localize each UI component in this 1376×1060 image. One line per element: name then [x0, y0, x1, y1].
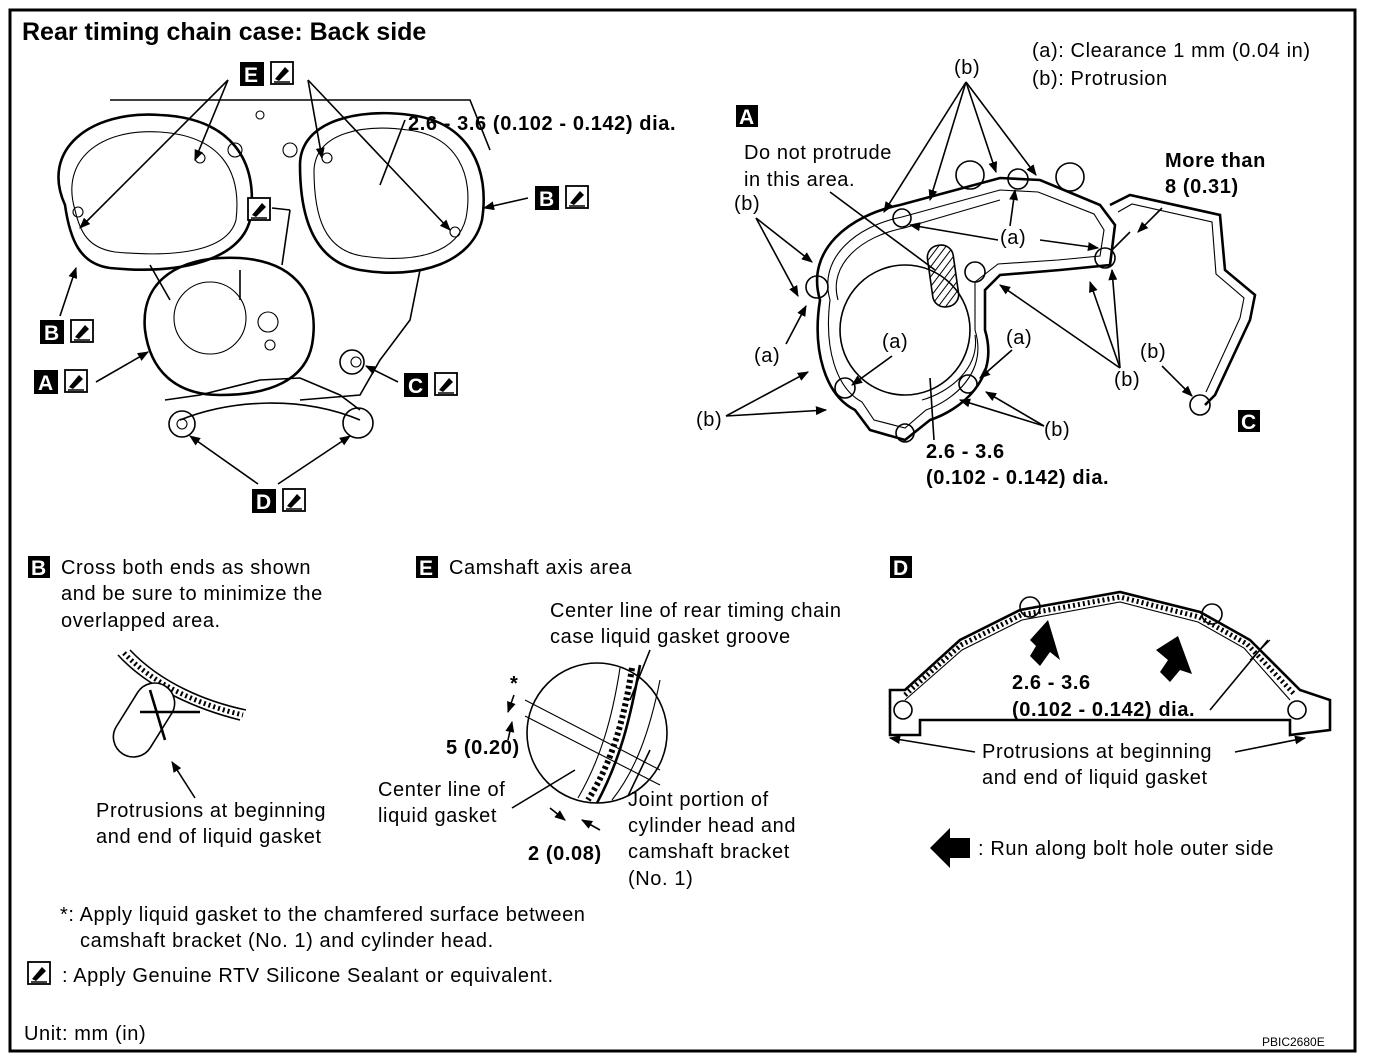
svg-text:B: B — [539, 188, 554, 211]
svg-text:overlapped area.: overlapped area. — [61, 610, 221, 632]
svg-text:C: C — [408, 375, 423, 398]
svg-text:Center line of rear timing cha: Center line of rear timing chain — [550, 600, 842, 622]
svg-text:Cross both ends as shown: Cross both ends as shown — [61, 557, 311, 579]
svg-text:(No. 1): (No. 1) — [628, 868, 693, 890]
svg-text:D: D — [893, 557, 908, 580]
svg-text:2 (0.08): 2 (0.08) — [528, 843, 602, 865]
callout-b-left: B — [40, 266, 94, 345]
svg-text:Camshaft axis area: Camshaft axis area — [449, 557, 632, 579]
svg-text:(b): (b) — [734, 193, 760, 215]
svg-text:: Apply Genuine RTV Silicone S: : Apply Genuine RTV Silicone Sealant or … — [62, 965, 554, 987]
svg-text:2.6 - 3.6: 2.6 - 3.6 — [1012, 672, 1091, 694]
svg-text:(b): (b) — [696, 409, 722, 431]
dia-top-label: 2.6 - 3.6 (0.102 - 0.142) dia. — [408, 113, 676, 135]
svg-text:cylinder head and: cylinder head and — [628, 815, 796, 837]
svg-text:and end of liquid gasket: and end of liquid gasket — [96, 826, 322, 848]
svg-text:*: Apply liquid gasket to the: *: Apply liquid gasket to the chamfered … — [60, 904, 586, 926]
svg-text:Center line of: Center line of — [378, 779, 505, 801]
svg-text:A: A — [739, 106, 754, 129]
svg-text:C: C — [1241, 411, 1256, 434]
svg-text:Joint portion of: Joint portion of — [628, 789, 769, 811]
svg-text:(b): (b) — [1044, 419, 1070, 441]
svg-text:camshaft bracket (No. 1) and c: camshaft bracket (No. 1) and cylinder he… — [80, 930, 494, 952]
svg-text:(0.102 - 0.142) dia.: (0.102 - 0.142) dia. — [926, 467, 1109, 489]
callout-pen-middle — [247, 197, 291, 266]
svg-text:E: E — [419, 557, 433, 580]
svg-text:Do not protrude: Do not protrude — [744, 142, 892, 164]
svg-text:More than: More than — [1165, 150, 1266, 172]
svg-text:(b): (b) — [954, 57, 980, 79]
svg-text:5 (0.20): 5 (0.20) — [446, 737, 520, 759]
panel-a: A (b) Do not protrude in this area. More — [696, 57, 1266, 489]
svg-text:(a): (a) — [754, 345, 780, 367]
svg-text:B: B — [44, 322, 59, 345]
outer-frame — [8, 8, 1357, 1053]
callout-a-left: A — [34, 351, 149, 395]
legend-a: (a): Clearance 1 mm (0.04 in) — [1032, 40, 1311, 62]
svg-text:Unit: mm (in): Unit: mm (in) — [24, 1023, 146, 1045]
section-b: B Cross both ends as shown and be sure t… — [28, 556, 326, 848]
svg-text:A: A — [38, 372, 53, 395]
svg-text:PBIC2680E: PBIC2680E — [1262, 1035, 1325, 1049]
svg-text:*: * — [510, 673, 518, 695]
svg-text:(a): (a) — [1006, 327, 1032, 349]
svg-text:(b): (b) — [1114, 369, 1140, 391]
notes: *: Apply liquid gasket to the chamfered … — [24, 904, 1325, 1049]
svg-text:liquid gasket: liquid gasket — [378, 805, 497, 827]
svg-text:Protrusions at beginning: Protrusions at beginning — [96, 800, 326, 822]
timing-chain-case-drawing — [57, 99, 491, 439]
svg-text:(a): (a) — [1000, 227, 1026, 249]
callout-b-right: B — [482, 185, 589, 211]
svg-text:case liquid gasket groove: case liquid gasket groove — [550, 626, 791, 648]
svg-text:(b): (b) — [1140, 341, 1166, 363]
svg-text:2.6 - 3.6: 2.6 - 3.6 — [926, 441, 1005, 463]
svg-text:E: E — [244, 64, 258, 87]
svg-text:Protrusions at beginning: Protrusions at beginning — [982, 741, 1212, 763]
callout-c-left: C — [364, 365, 458, 398]
section-e: E Camshaft axis area Center line of rear… — [378, 556, 842, 890]
page-title: Rear timing chain case: Back side — [22, 18, 426, 46]
sealant-pen-icon — [27, 961, 51, 985]
callout-e: E — [79, 61, 451, 231]
callout-d-left: D — [189, 435, 351, 514]
svg-text:: Run along bolt hole outer si: : Run along bolt hole outer side — [978, 838, 1274, 860]
svg-text:and end of liquid gasket: and end of liquid gasket — [982, 767, 1208, 789]
svg-text:camshaft bracket: camshaft bracket — [628, 841, 790, 863]
svg-text:8 (0.31): 8 (0.31) — [1165, 176, 1239, 198]
svg-text:(a): (a) — [882, 331, 908, 353]
svg-text:(0.102 - 0.142) dia.: (0.102 - 0.142) dia. — [1012, 699, 1195, 721]
svg-text:D: D — [256, 491, 271, 514]
svg-text:in this area.: in this area. — [744, 169, 855, 191]
legend-b: (b): Protrusion — [1032, 68, 1168, 90]
svg-text:B: B — [31, 557, 46, 580]
section-d: D 2.6 - 3.6 (0.102 - 0.142) dia. Protrus… — [888, 556, 1332, 868]
svg-text:and be sure to minimize the: and be sure to minimize the — [61, 583, 323, 605]
